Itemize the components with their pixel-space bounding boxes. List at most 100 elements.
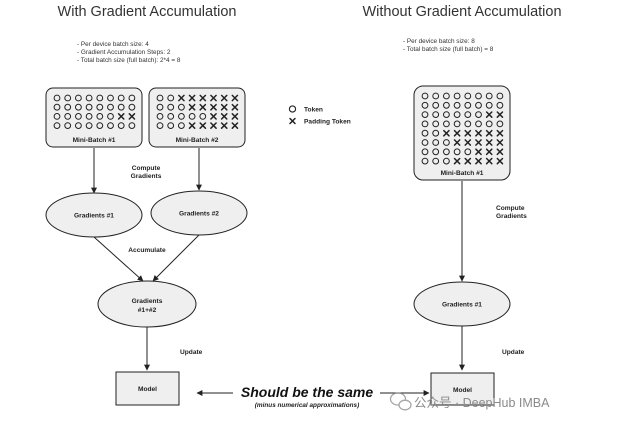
token-mark xyxy=(432,101,440,109)
token-mark xyxy=(64,94,72,102)
token-mark xyxy=(432,111,440,118)
token-mark xyxy=(75,103,82,111)
padding-token-mark xyxy=(210,94,217,102)
padding-token-mark xyxy=(210,122,217,129)
padding-token-mark xyxy=(128,113,136,120)
token-mark xyxy=(75,122,82,129)
token-mark xyxy=(432,92,440,100)
token-mark xyxy=(64,113,72,120)
token-mark xyxy=(421,101,429,109)
token-mark xyxy=(167,103,175,111)
token-mark xyxy=(464,120,472,128)
token-mark xyxy=(156,122,164,129)
left-note-2: - Gradient Accumulation Steps: 2 xyxy=(77,49,171,56)
token-mark xyxy=(485,92,493,100)
comparison-main-text: Should be the same xyxy=(241,384,373,400)
token-mark xyxy=(421,92,429,100)
token-mark xyxy=(453,111,461,118)
token-mark xyxy=(117,94,125,102)
padding-token-mark xyxy=(188,122,196,129)
padding-token-mark xyxy=(117,113,125,120)
padding-token-mark xyxy=(453,157,461,165)
token-mark xyxy=(107,113,114,120)
token-mark xyxy=(443,120,450,128)
token-mark xyxy=(117,103,125,111)
right-title: Without Gradient Accumulation xyxy=(362,4,561,20)
left-accumulate-label: Accumulate xyxy=(128,247,166,254)
padding-token-mark xyxy=(210,113,217,120)
token-mark xyxy=(443,92,450,100)
left-arrow-grad2-to-combined xyxy=(152,234,200,282)
token-mark xyxy=(453,101,461,109)
token-mark xyxy=(421,111,429,118)
token-mark xyxy=(85,122,93,129)
right-model-box xyxy=(430,372,495,406)
token-mark xyxy=(496,101,504,109)
token-mark xyxy=(475,101,482,109)
left-update-label: Update xyxy=(180,349,203,356)
token-mark xyxy=(53,122,61,129)
right-mini-batch-label: Mini-Batch #1 xyxy=(441,170,484,177)
left-mini-batch-2-box xyxy=(148,87,246,148)
token-legend-icon xyxy=(288,105,297,113)
left-model-box xyxy=(115,371,180,406)
token-mark xyxy=(421,120,429,128)
padding-token-mark xyxy=(231,113,239,120)
token-mark xyxy=(475,92,482,100)
padding-token-mark xyxy=(485,111,493,118)
right-note-1: - Per device batch size: 8 xyxy=(403,38,475,45)
token-mark xyxy=(178,122,185,129)
token-mark xyxy=(85,113,93,120)
left-note-3: - Total batch size (full batch): 2*4 = 8 xyxy=(77,57,181,64)
padding-token-mark xyxy=(464,139,472,146)
padding-token-legend-label: Padding Token xyxy=(304,119,351,126)
token-mark xyxy=(107,94,114,102)
right-update-label: Update xyxy=(502,349,525,356)
token-mark xyxy=(475,111,482,118)
padding-token-mark xyxy=(199,103,207,111)
token-mark xyxy=(421,148,429,156)
right-gradients-label: Gradients #1 xyxy=(442,302,482,309)
left-mini-batch-2-label: Mini-Batch #2 xyxy=(176,137,219,144)
token-mark xyxy=(96,94,104,102)
left-gradients-1-label: Gradients #1 xyxy=(74,213,114,220)
padding-token-mark xyxy=(496,129,504,137)
watermark-text: 公众号 · DeepHub IMBA xyxy=(414,396,550,410)
left-gradients-combined-label-1: Gradients xyxy=(132,298,163,305)
token-mark xyxy=(485,101,493,109)
padding-token-mark xyxy=(496,111,504,118)
left-mini-batch-1-grid xyxy=(53,94,136,129)
token-mark xyxy=(167,94,175,102)
left-gradients-2-label: Gradients #2 xyxy=(179,211,219,218)
left-compute-label-2: Gradients xyxy=(131,173,162,180)
token-mark xyxy=(421,129,429,137)
token-mark xyxy=(443,111,450,118)
padding-token-mark xyxy=(231,94,239,102)
token-mark xyxy=(156,103,164,111)
left-mini-batch-1-label: Mini-Batch #1 xyxy=(73,137,116,144)
token-mark xyxy=(421,157,429,165)
right-compute-label-1: Compute xyxy=(496,205,525,212)
token-mark xyxy=(496,120,504,128)
padding-token-mark xyxy=(485,129,493,137)
padding-token-mark xyxy=(453,139,461,146)
wechat-icon xyxy=(389,392,412,411)
left-note-1: - Per device batch size: 4 xyxy=(77,41,149,48)
padding-token-mark xyxy=(199,94,207,102)
right-mini-batch-box xyxy=(413,85,511,181)
right-model-label: Model xyxy=(453,387,472,394)
token-mark xyxy=(178,103,185,111)
token-mark xyxy=(178,113,185,120)
token-mark xyxy=(464,148,472,156)
token-mark xyxy=(96,113,104,120)
token-mark xyxy=(199,113,207,120)
token-legend-label: Token xyxy=(304,107,323,114)
padding-token-legend-icon xyxy=(289,117,296,125)
padding-token-mark xyxy=(453,129,461,137)
padding-token-mark xyxy=(443,129,450,137)
token-mark xyxy=(64,103,72,111)
token-mark xyxy=(128,94,136,102)
padding-token-mark xyxy=(220,122,228,129)
token-mark xyxy=(432,120,440,128)
